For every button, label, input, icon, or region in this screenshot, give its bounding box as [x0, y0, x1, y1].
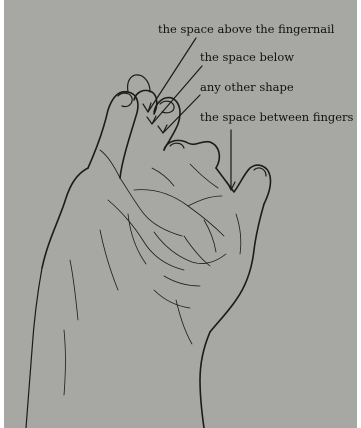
hand-diagram: the space above the fingernail the space… [4, 0, 357, 428]
arrow-other-shape [158, 95, 200, 133]
arrow-between-fingers [227, 130, 235, 190]
label-other-shape: any other shape [200, 82, 294, 94]
label-space-below: the space below [200, 52, 294, 64]
label-between-fingers: the space between fingers [200, 112, 353, 124]
arrow-above-fingernail [143, 38, 196, 112]
palm-creases [64, 164, 241, 395]
label-above-fingernail: the space above the fingernail [158, 24, 334, 36]
hand-drawing [4, 0, 357, 428]
hand-outline [26, 75, 271, 428]
